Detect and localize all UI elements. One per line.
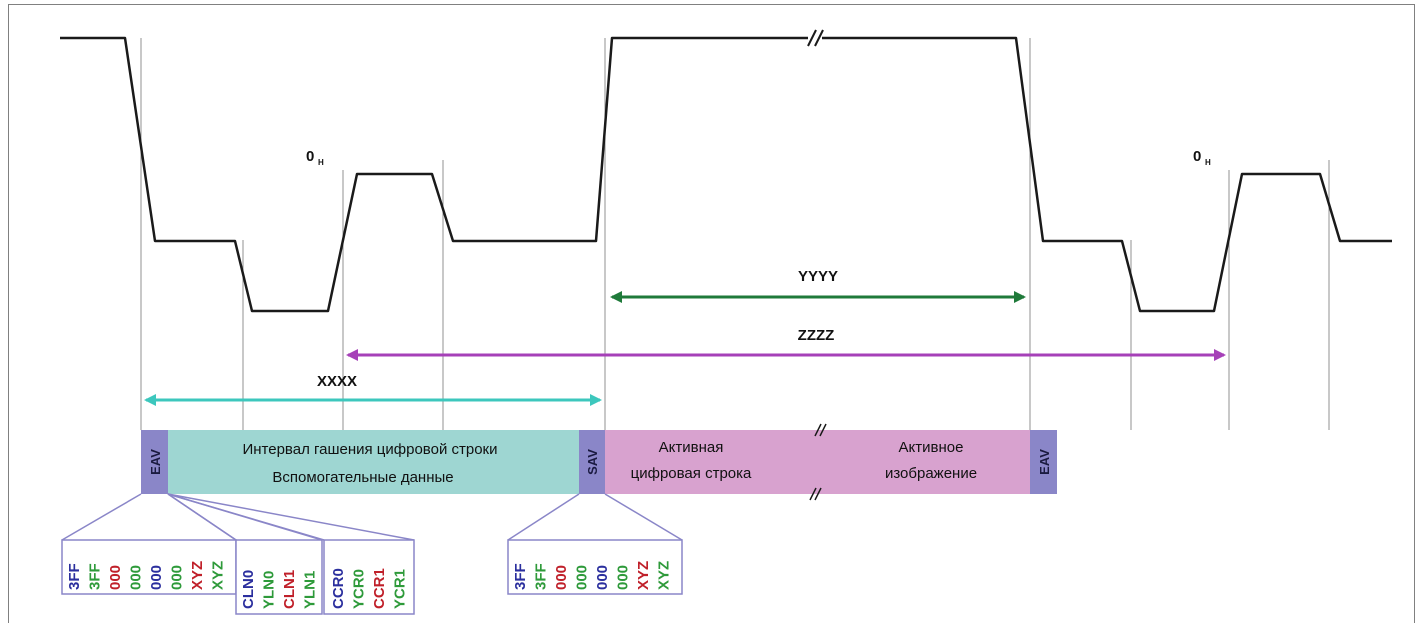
code-word: 000 xyxy=(594,565,611,590)
code-word: 000 xyxy=(574,565,591,590)
code-word: YLN0 xyxy=(261,571,278,609)
code-word: XYZ xyxy=(635,561,652,590)
code-word: XYZ xyxy=(189,561,206,590)
active-line-block xyxy=(605,430,1030,494)
sav-label: SAV xyxy=(585,449,600,475)
code-word: CCR0 xyxy=(330,568,347,609)
oh-label: 0 xyxy=(1193,148,1201,165)
active-image-label-1: Активное xyxy=(899,439,964,456)
code-word: XYZ xyxy=(656,561,673,590)
code-word: 3FF xyxy=(512,563,529,590)
eav-marker-right xyxy=(1030,430,1057,494)
blanking-interval-block xyxy=(168,430,579,494)
eav-label: EAV xyxy=(1037,449,1052,475)
zzzz-label: ZZZZ xyxy=(798,327,835,344)
active-image-label-2: изображение xyxy=(885,465,977,482)
bar-break-mark xyxy=(809,423,827,501)
active-line-label-2: цифровая строка xyxy=(631,465,752,482)
code-word: YCR1 xyxy=(392,569,409,609)
oh-label: 0 xyxy=(306,148,314,165)
blanking-label-line2: Вспомогательные данные xyxy=(272,469,453,486)
code-word: 000 xyxy=(107,565,124,590)
code-word: 3FF xyxy=(87,563,104,590)
eav-label: EAV xyxy=(148,449,163,475)
eav-fanout-lines xyxy=(61,493,415,541)
sav-marker xyxy=(579,430,605,494)
code-word: 000 xyxy=(148,565,165,590)
video-waveform xyxy=(60,36,808,313)
eav-code-box-2 xyxy=(235,539,323,615)
sav-fanout-lines xyxy=(507,493,683,541)
guide-lines xyxy=(140,38,1330,430)
code-word: 3FF xyxy=(533,563,550,590)
blanking-label-line1: Интервал гашения цифровой строки xyxy=(242,441,497,458)
eav-marker-left xyxy=(141,430,168,494)
code-word: CLN1 xyxy=(281,570,298,609)
oh-subscript: H xyxy=(318,158,324,167)
code-word: XYZ xyxy=(210,561,227,590)
eav-code-box-3 xyxy=(323,539,415,615)
code-word: 000 xyxy=(553,565,570,590)
code-word: 000 xyxy=(615,565,632,590)
waveform-break-mark xyxy=(807,29,824,47)
code-word: 3FF xyxy=(66,563,83,590)
code-word: YCR0 xyxy=(351,569,368,609)
eav-code-box-1 xyxy=(61,539,237,595)
code-word: YLN1 xyxy=(302,571,319,609)
oh-subscript: H xyxy=(1205,158,1211,167)
code-word: CCR1 xyxy=(371,568,388,609)
yyyy-label: YYYY xyxy=(798,268,838,285)
active-line-label-1: Активная xyxy=(659,439,724,456)
video-waveform-cont xyxy=(822,36,1392,313)
code-word: 000 xyxy=(128,565,145,590)
xxxx-label: XXXX xyxy=(317,373,357,390)
code-word: 000 xyxy=(169,565,186,590)
timing-bar: EAV SAV EAV Интервал гашения цифровой ст… xyxy=(141,423,1057,501)
sav-code-box xyxy=(507,539,683,595)
code-word: CLN0 xyxy=(240,570,257,609)
